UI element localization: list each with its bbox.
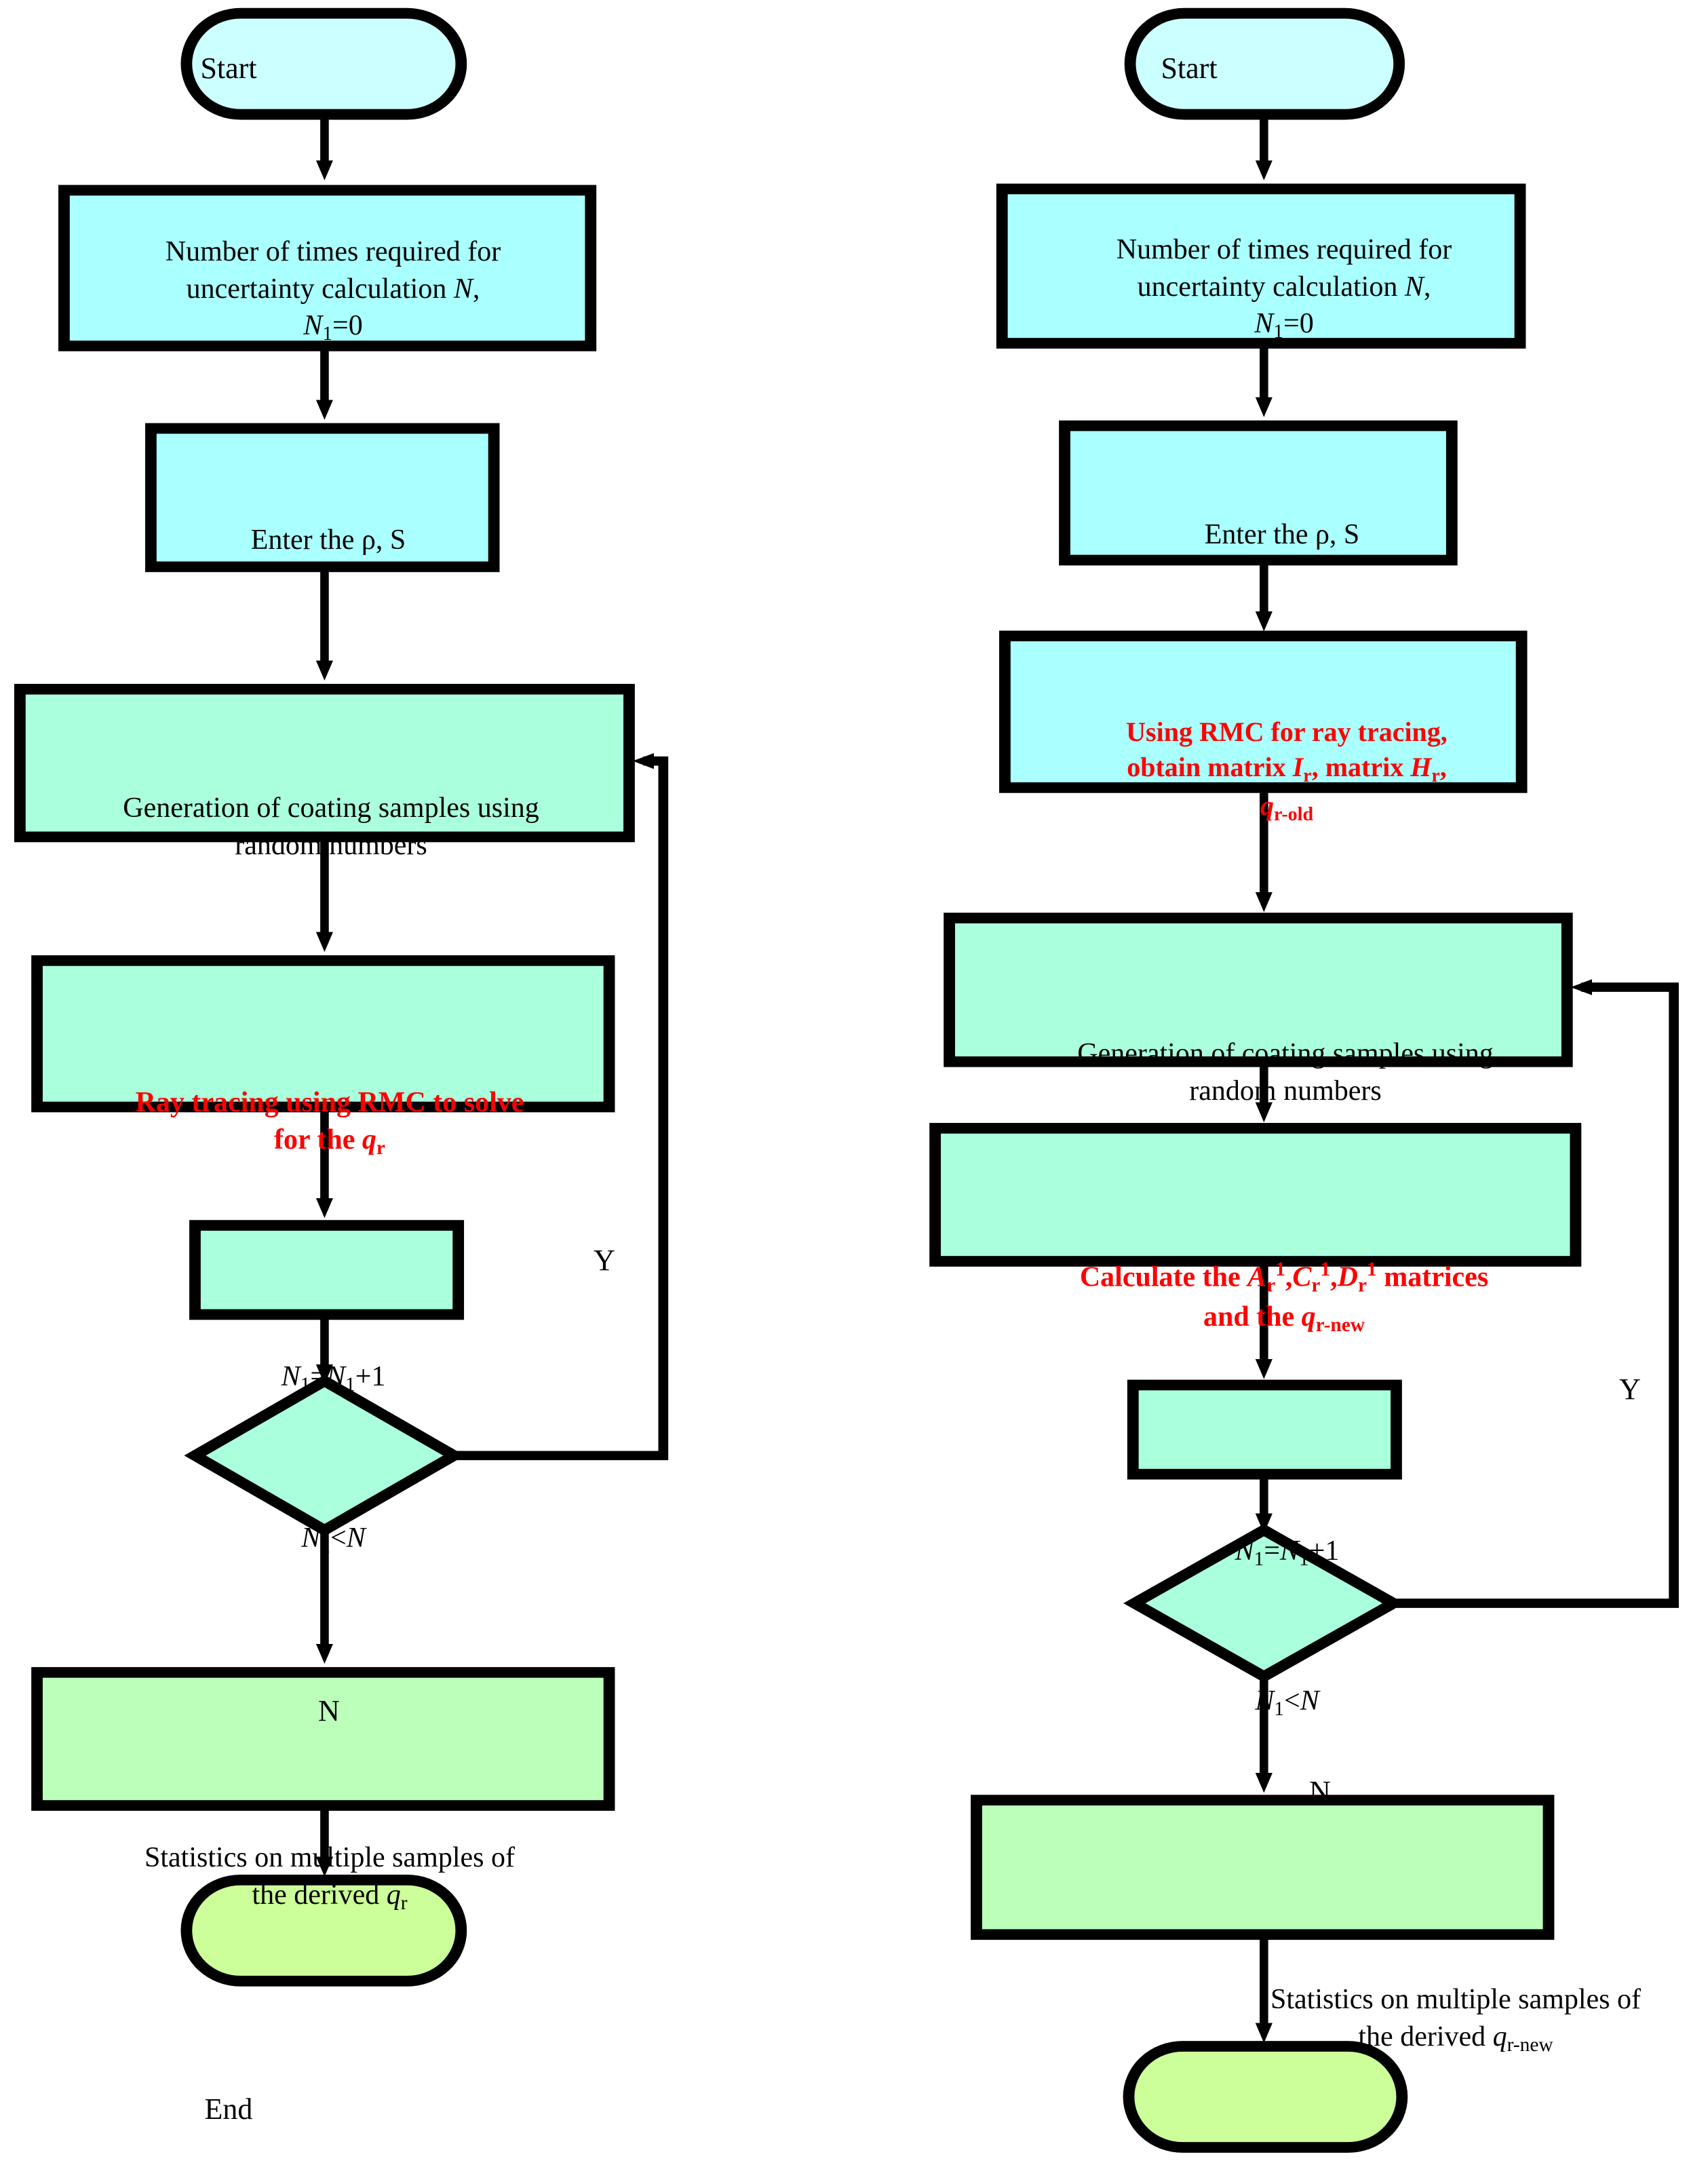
left-enter-process[interactable]: [145, 423, 500, 573]
left-exit-no-label: N: [318, 1694, 340, 1727]
left-loop-yes-label: Y: [594, 1244, 615, 1277]
right-generate-process[interactable]: [944, 913, 1573, 1067]
right-rmc-process[interactable]: [999, 630, 1528, 793]
right-increment-process[interactable]: [1127, 1379, 1402, 1480]
right-decision-diamond[interactable]: [1123, 1523, 1405, 1683]
left-setup-process[interactable]: [58, 185, 597, 351]
right-start-terminator[interactable]: [1124, 7, 1405, 120]
right-end-terminator[interactable]: [1123, 2041, 1408, 2153]
left-start-terminator[interactable]: [180, 7, 467, 120]
right-statistics-process[interactable]: [971, 1795, 1555, 1940]
left-end-terminator[interactable]: [180, 1875, 467, 1987]
right-calculate-process[interactable]: [929, 1123, 1582, 1267]
left-loop-back-edge: [454, 752, 669, 1461]
left-generate-process[interactable]: [14, 683, 635, 843]
left-statistics-process[interactable]: [31, 1667, 615, 1811]
left-decision-diamond[interactable]: [184, 1375, 465, 1537]
right-exit-no-label: N: [1309, 1775, 1331, 1808]
right-enter-process[interactable]: [1059, 420, 1458, 566]
right-loop-yes-label: Y: [1619, 1373, 1641, 1406]
right-loop-back-edge: [1393, 979, 1679, 1608]
left-raytrace-process[interactable]: [31, 955, 615, 1113]
right-setup-process[interactable]: [996, 183, 1526, 349]
left-increment-process[interactable]: [189, 1220, 465, 1320]
